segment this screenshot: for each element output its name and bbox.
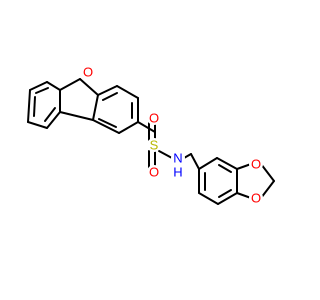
atom-o-dioxole-bottom: O — [249, 191, 263, 206]
double-bond-inner — [98, 118, 117, 128]
dioxole-ring — [236, 163, 275, 199]
bond — [27, 89, 31, 123]
bond — [27, 121, 48, 129]
atom-o-sulfonyl-top: O — [147, 111, 161, 126]
atom-background — [249, 157, 263, 171]
atom-nitrogen: N H — [171, 151, 185, 180]
bond — [59, 78, 81, 91]
atom-background — [147, 165, 161, 179]
bond — [217, 192, 238, 205]
oxygen-label-dioxole-bottom: O — [251, 191, 261, 206]
bond — [118, 121, 139, 134]
dibenzofuran-right-ring — [92, 85, 139, 134]
atom-o-sulfonyl-bottom: O — [147, 165, 161, 180]
atom-background — [171, 151, 185, 165]
structure-canvas: O S O O N H O O — [27, 64, 275, 206]
atom-o-furan: O — [81, 65, 95, 80]
bond — [59, 111, 94, 121]
oxygen-label-sulfonyl-top: O — [149, 111, 159, 126]
atom-background — [249, 191, 263, 205]
bond — [79, 78, 99, 96]
bond — [97, 85, 118, 96]
dibenzofuran-left-ring — [27, 81, 61, 129]
bond — [236, 163, 252, 170]
sulfur-label: S — [150, 138, 159, 153]
bond-ring-to-sulfur — [137, 121, 156, 133]
double-bond-inner — [33, 96, 36, 117]
double-bond-inner — [44, 107, 56, 122]
oxygen-label-sulfonyl-bottom: O — [149, 165, 159, 180]
bond — [116, 85, 139, 99]
molecule-drawing: O S O O N H O O — [27, 65, 275, 206]
bond — [260, 180, 275, 199]
bond — [46, 81, 61, 91]
bond — [216, 157, 238, 170]
bond — [92, 119, 120, 134]
benzodioxole-benzene-ring — [198, 157, 238, 205]
hydrogen-label: H — [173, 165, 182, 180]
furan-ring — [59, 78, 99, 121]
bond — [29, 81, 48, 91]
atom-sulfur: S — [147, 138, 161, 153]
oxygen-label-furan: O — [83, 65, 93, 80]
bond-sulfur-nitrogen — [158, 150, 173, 159]
bond — [46, 111, 61, 129]
atom-o-dioxole-top: O — [249, 157, 263, 172]
double-bond-inner — [218, 164, 232, 173]
atom-background — [147, 111, 161, 125]
double-bond-inner — [218, 189, 232, 198]
bond — [198, 157, 218, 170]
atom-background — [81, 65, 95, 79]
double-bond-inner — [35, 87, 49, 94]
atom-background — [147, 138, 161, 152]
bond — [236, 192, 252, 199]
bond-nitrogen-methylene — [183, 153, 192, 159]
bond-methylene-ring — [190, 153, 200, 170]
bond — [198, 192, 219, 205]
oxygen-label-dioxole-top: O — [251, 157, 261, 172]
bond — [92, 94, 99, 121]
double-bond-inner — [102, 92, 118, 101]
nitrogen-label: N — [173, 151, 182, 166]
bond — [260, 163, 275, 182]
